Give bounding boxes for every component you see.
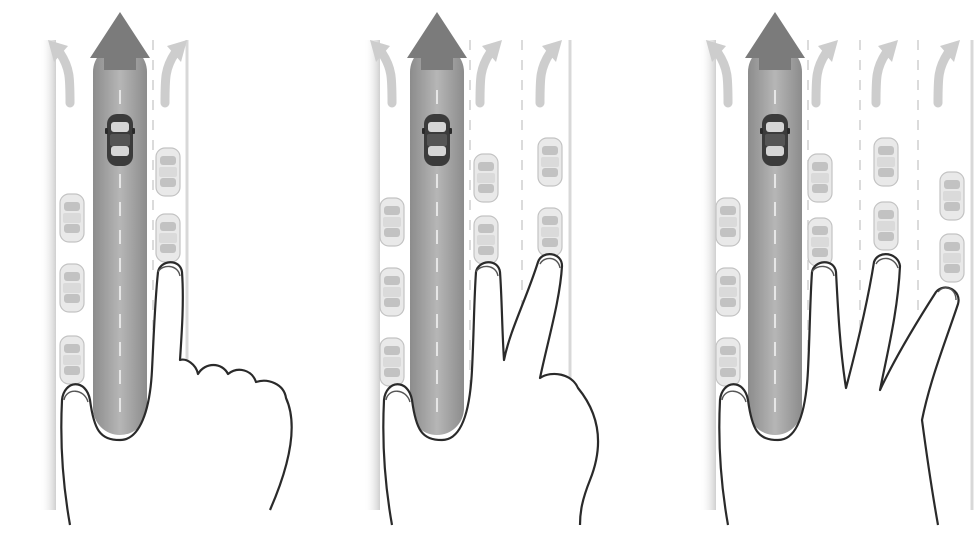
parked-car-icon xyxy=(156,148,180,196)
parked-car-icon xyxy=(380,268,404,316)
road-edge-left xyxy=(364,40,380,510)
parked-car-icon xyxy=(156,214,180,262)
parked-car-icon xyxy=(60,336,84,384)
parked-car-icon xyxy=(380,198,404,246)
lane-change-arrow-icon xyxy=(938,40,960,103)
parked-car-icon xyxy=(474,216,498,264)
parked-car-icon xyxy=(716,338,740,386)
parked-car-icon xyxy=(380,338,404,386)
parked-car-icon xyxy=(940,234,964,282)
parked-car-icon xyxy=(808,218,832,266)
parked-car-icon xyxy=(874,138,898,186)
parked-car-icon xyxy=(808,154,832,202)
road-edge-left xyxy=(700,40,716,510)
parked-car-icon xyxy=(716,268,740,316)
parked-car-icon xyxy=(60,264,84,312)
ego-lane xyxy=(407,12,467,435)
panel-one-finger xyxy=(40,12,292,525)
road-edge-left xyxy=(40,40,56,510)
lane-change-arrow-icon xyxy=(876,40,898,103)
parked-car-icon xyxy=(940,172,964,220)
ego-lane xyxy=(90,12,150,435)
parked-car-icon xyxy=(538,208,562,256)
parked-car-icon xyxy=(474,154,498,202)
lane-change-arrow-icon xyxy=(540,40,562,103)
panel-three-fingers xyxy=(700,12,972,525)
parked-car-icon xyxy=(538,138,562,186)
panel-two-fingers xyxy=(364,12,598,525)
ego-lane xyxy=(745,12,805,435)
parked-car-icon xyxy=(60,194,84,242)
lane-change-arrow-icon xyxy=(165,40,187,103)
lane-change-arrow-icon xyxy=(816,40,838,103)
parked-car-icon xyxy=(874,202,898,250)
lane-change-arrow-icon xyxy=(480,40,502,103)
parked-car-icon xyxy=(716,198,740,246)
